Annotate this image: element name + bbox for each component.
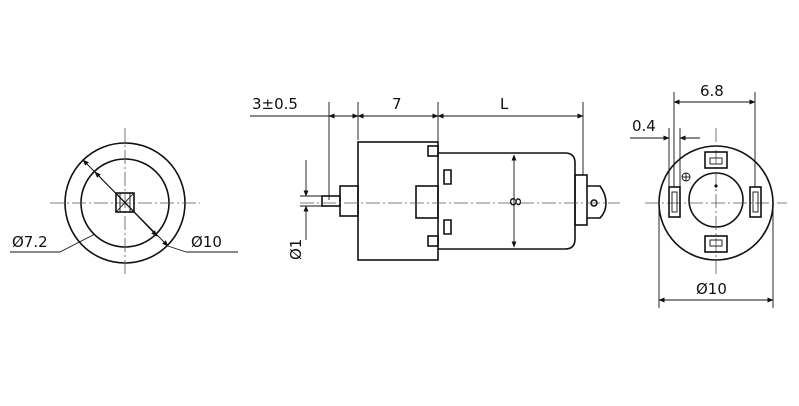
- inner-diameter-label: Ø7.2: [12, 233, 48, 251]
- top-clip: [704, 151, 728, 169]
- side-view: 3±0.5 7 L Ø1 8: [250, 95, 620, 261]
- outer-diameter-dim-line: [82, 159, 169, 247]
- front-view: Ø7.2 Ø10: [10, 128, 238, 276]
- motor-length-label: L: [500, 95, 509, 113]
- terminal-thickness-label: 0.4: [632, 117, 656, 135]
- height-label: 8: [506, 197, 524, 207]
- outer-diameter-label: Ø10: [191, 233, 222, 251]
- gearbox-body: [357, 141, 439, 261]
- rear-diameter-label: Ø10: [696, 280, 727, 298]
- shaft-diameter-label: Ø1: [287, 239, 305, 260]
- left-terminal: [668, 186, 681, 218]
- motor-terminal: [587, 185, 607, 219]
- rear-view: 6.8 0.4 Ø10: [630, 82, 787, 308]
- shaft-extension-label: 3±0.5: [252, 95, 298, 113]
- output-shaft: [339, 185, 359, 217]
- right-terminal: [749, 186, 762, 218]
- terminal-spacing-label: 6.8: [700, 82, 724, 100]
- gearbox-length-label: 7: [392, 95, 402, 113]
- bottom-clip: [704, 235, 728, 253]
